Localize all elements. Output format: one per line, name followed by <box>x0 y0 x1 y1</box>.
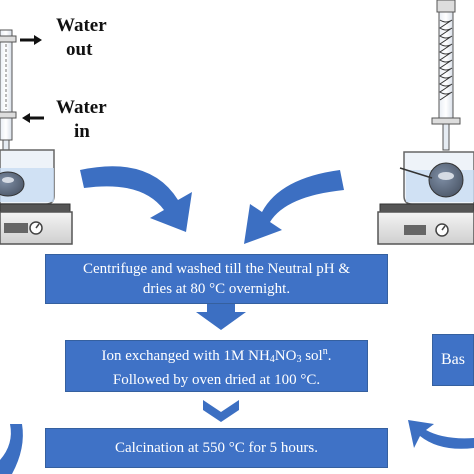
side-step-text: Bas <box>441 351 465 368</box>
step-ion-exchange-line1: Ion exchanged with 1M NH4NO3 soln. <box>66 342 367 370</box>
water-out-arrow-icon <box>20 35 42 45</box>
ion-exchange-prefix: Ion exchanged with 1M NH <box>101 348 270 364</box>
step-ion-exchange-box: Ion exchanged with 1M NH4NO3 soln. Follo… <box>65 340 368 392</box>
step-ion-exchange-line2: Followed by oven dried at 100 °C. <box>112 372 321 388</box>
step-centrifuge-line1: Centrifuge and washed till the Neutral p… <box>82 261 350 277</box>
curved-arrow-bottom-left-icon <box>0 424 23 474</box>
side-step-box-partial: Bas <box>432 334 474 386</box>
ion-exchange-suffix: sol <box>301 348 323 364</box>
ion-exchange-mid: NO <box>274 348 297 364</box>
condenser-icon <box>431 0 461 151</box>
ion-exchange-sup: n <box>322 346 328 357</box>
curved-arrow-left-icon <box>80 166 192 232</box>
hotplate-icon <box>0 203 73 245</box>
water-in-arrow-icon <box>22 113 44 123</box>
curved-arrow-right-icon <box>244 170 344 244</box>
down-chevron-icon <box>203 400 239 422</box>
step-calcination-text: Calcination at 550 °C for 5 hours. <box>114 440 319 456</box>
left-reflux-setup <box>0 29 73 245</box>
water-in-line2: in <box>74 121 90 142</box>
condenser-icon <box>0 29 17 161</box>
step-centrifuge-box: Centrifuge and washed till the Neutral p… <box>45 254 388 304</box>
right-reflux-setup <box>377 0 474 245</box>
flask-icon <box>399 151 474 205</box>
water-out-label: Water out <box>56 14 107 62</box>
hotplate-icon <box>377 203 474 245</box>
water-in-label: Water in <box>56 96 107 144</box>
ion-exchange-end: . <box>327 348 332 364</box>
down-arrow-icon <box>196 304 246 330</box>
flask-icon <box>0 149 55 205</box>
water-out-line1: Water <box>56 15 107 36</box>
curved-arrow-bottom-right-icon <box>408 420 474 449</box>
water-in-line1: Water <box>56 97 107 118</box>
step-calcination-box: Calcination at 550 °C for 5 hours. <box>45 428 388 468</box>
water-out-line2: out <box>66 39 93 60</box>
ion-exchange-sub1: 4 <box>269 354 275 365</box>
step-centrifuge-line2: dries at 80 °C overnight. <box>142 281 291 297</box>
ion-exchange-sub2: 3 <box>296 354 302 365</box>
